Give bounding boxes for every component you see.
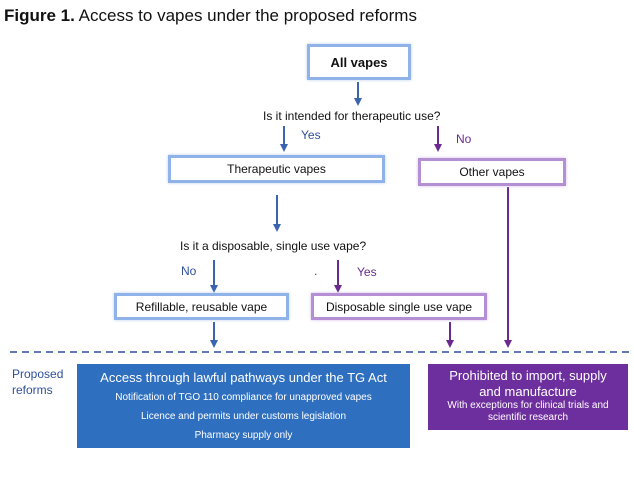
proposed-reforms-line1: Proposed — [12, 367, 64, 381]
proposed-reforms-label: Proposed reforms — [12, 366, 63, 398]
node-all-vapes: All vapes — [307, 44, 411, 80]
node-other-vapes: Other vapes — [418, 158, 566, 186]
figure-label: Figure 1. — [4, 6, 75, 25]
lawful-access-line-1: Notification of TGO 110 compliance for u… — [115, 392, 372, 403]
lawful-access-line-3: Pharmacy supply only — [194, 430, 293, 441]
prohibited-sub-2: scientific research — [487, 412, 569, 423]
edge-label-dot: . — [314, 264, 318, 278]
node-therapeutic-vapes: Therapeutic vapes — [168, 155, 385, 183]
panel-lawful-access: Access through lawful pathways under the… — [77, 364, 410, 448]
edge-label-yes-1: Yes — [301, 128, 321, 142]
node-refillable-vape: Refillable, reusable vape — [114, 293, 289, 320]
node-disposable-vape: Disposable single use vape — [311, 293, 487, 320]
figure-title: Figure 1. Access to vapes under the prop… — [4, 6, 417, 26]
edge-label-no-1: No — [456, 132, 472, 146]
panel-prohibited: Prohibited to import, supply and manufac… — [428, 364, 628, 430]
lawful-access-heading: Access through lawful pathways under the… — [100, 370, 387, 385]
edge-label-yes-2: Yes — [357, 265, 377, 279]
edge-label-no-2: No — [181, 264, 197, 278]
figure-title-text: Access to vapes under the proposed refor… — [78, 6, 417, 25]
question-therapeutic-use: Is it intended for therapeutic use? — [263, 109, 441, 123]
prohibited-sub-1: With exceptions for clinical trials and — [447, 400, 609, 411]
prohibited-heading-2: and manufacture — [479, 384, 577, 399]
question-disposable: Is it a disposable, single use vape? — [180, 239, 367, 253]
prohibited-heading-1: Prohibited to import, supply — [449, 368, 607, 383]
proposed-reforms-line2: reforms — [12, 383, 53, 397]
lawful-access-line-2: Licence and permits under customs legisl… — [140, 411, 347, 422]
